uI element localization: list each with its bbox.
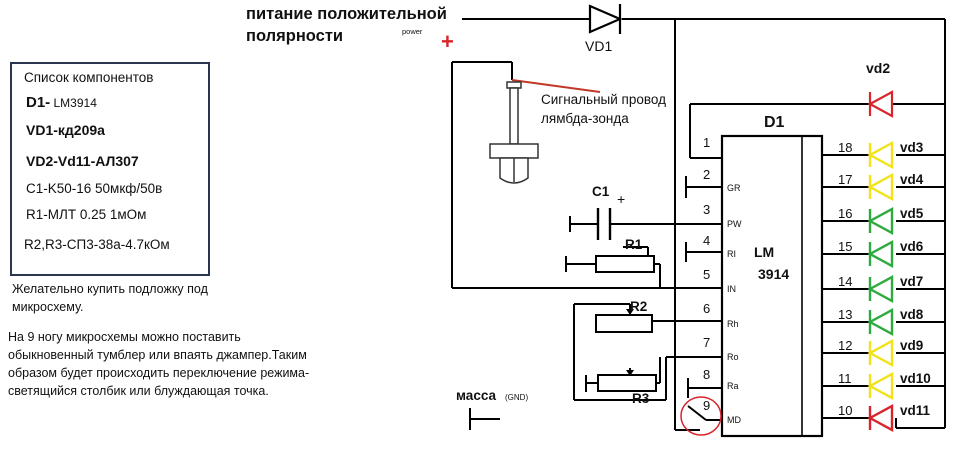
- ground-label-en: (GND): [505, 393, 528, 402]
- socket-note-line2: микросхему.: [12, 300, 84, 314]
- r3-label: R3: [632, 391, 650, 406]
- ic-name-line1: LM: [754, 244, 774, 260]
- pin-8-number: 8: [703, 367, 710, 382]
- pin-4-function-label: RI: [727, 249, 736, 259]
- component-d1-name: D1-: [26, 94, 51, 111]
- pin9-note-line1: На 9 ногу микросхемы можно поставить: [8, 330, 241, 344]
- ic-body: [720, 134, 824, 438]
- vd2-diode: [867, 90, 894, 118]
- pin-15-number: 15: [838, 239, 852, 254]
- vd11-led: [867, 403, 894, 433]
- component-vd1: VD1-кд209а: [26, 122, 105, 138]
- pin-8-function-label: Ra: [727, 381, 739, 391]
- pin-5-number: 5: [703, 267, 710, 282]
- vd1-label: VD1: [585, 38, 612, 54]
- component-r23: R2,R3-СП3-38а-4.7кОм: [24, 237, 170, 252]
- pin-13-number: 13: [838, 307, 852, 322]
- vd4-label: vd4: [900, 172, 924, 187]
- ground-label: масса: [456, 388, 496, 403]
- power-label-en: power: [402, 27, 423, 36]
- component-list-box: Список компонентов D1- LM3914 VD1-кд209а…: [10, 62, 210, 276]
- pin-7-function-label: Ro: [727, 352, 739, 362]
- pin-18-number: 18: [838, 140, 852, 155]
- signal-label-line1: Сигнальный провод: [541, 92, 666, 107]
- vd5-led: [867, 206, 894, 236]
- left-pin-labels: 1 2GR 3PW 4RI 5IN 6Rh 7Ro 8Ra 9MD: [703, 135, 742, 425]
- r3-resistor: [597, 374, 657, 392]
- pin9-note-line4: светящийся столбик или блуждающая точка.: [8, 384, 269, 398]
- r1-resistor: [595, 255, 655, 273]
- component-vd2: VD2-Vd11-АЛ307: [26, 153, 139, 169]
- pin-16-number: 16: [838, 206, 852, 221]
- pin-9-function-label: MD: [727, 415, 741, 425]
- vd2-label: vd2: [866, 60, 890, 76]
- pin-1-number: 1: [703, 135, 710, 150]
- lambda-probe: [489, 79, 601, 184]
- vd1-diode: [588, 4, 623, 34]
- d1-label: D1: [764, 114, 785, 131]
- power-title-line2: полярности: [246, 27, 343, 45]
- component-d1: D1- LM3914: [26, 94, 97, 111]
- c1-label: C1: [592, 184, 610, 199]
- c1-capacitor: [596, 208, 612, 240]
- vd7-led: [867, 274, 894, 304]
- pin-12-number: 12: [838, 338, 852, 353]
- pin-14-number: 14: [838, 274, 852, 289]
- component-c1: C1-K50-16 50мкф/50в: [26, 181, 163, 196]
- vd9-label: vd9: [900, 338, 923, 353]
- pin-6-number: 6: [703, 301, 710, 316]
- vd11-label: vd11: [900, 403, 931, 418]
- vd8-led: [867, 307, 894, 337]
- pin-3-function-label: PW: [727, 219, 742, 229]
- vd3-label: vd3: [900, 140, 924, 155]
- socket-note-line1: Желательно купить подложку под: [12, 282, 208, 296]
- r2-label: R2: [630, 299, 647, 314]
- pin9-note-line3: образом будет происходить переключение р…: [8, 366, 310, 380]
- pin-17-number: 17: [838, 172, 852, 187]
- vd10-label: vd10: [900, 371, 931, 386]
- vd6-label: vd6: [900, 239, 924, 254]
- pin-2-function-label: GR: [727, 183, 741, 193]
- pin-2-number: 2: [703, 167, 710, 182]
- vd4-led: [867, 172, 894, 202]
- socket-note: Желательно купить подложку под микросхем…: [12, 280, 208, 316]
- vd8-label: vd8: [900, 307, 924, 322]
- pin-10-number: 10: [838, 403, 852, 418]
- pin-11-number: 11: [838, 371, 852, 386]
- component-list-title: Список компонентов: [24, 70, 154, 85]
- r2-resistor: [595, 314, 653, 333]
- pin-9-number: 9: [703, 398, 710, 413]
- vd3-led: [867, 140, 894, 170]
- signal-label-line2: лямбда-зонда: [541, 111, 629, 126]
- pin-7-number: 7: [703, 335, 710, 350]
- pin-3-number: 3: [703, 202, 710, 217]
- c1-plus-label: +: [617, 191, 625, 207]
- vd9-led: [867, 338, 894, 368]
- pin9-note-line2: обыкновенный тумблер или впаять джампер.…: [8, 348, 307, 362]
- vd7-label: vd7: [900, 274, 923, 289]
- component-d1-part: LM3914: [50, 96, 97, 110]
- power-plus-sign: +: [441, 29, 454, 54]
- wires: [451, 18, 946, 431]
- ic-name-line2: 3914: [758, 266, 789, 282]
- power-title-line1: питание положительной: [246, 5, 447, 23]
- r1-label: R1: [625, 237, 643, 252]
- vd5-label: vd5: [900, 206, 924, 221]
- pin9-note: На 9 ногу микросхемы можно поставить обы…: [8, 328, 309, 400]
- pin-5-function-label: IN: [727, 284, 736, 294]
- pin-4-number: 4: [703, 233, 710, 248]
- vd6-led: [867, 239, 894, 269]
- right-pin-labels: 18 vd3 17 vd4 16 vd5 15 vd6 14 vd7 13 vd8 12 vd9 11 vd1…: [838, 140, 931, 433]
- pin9-jumper-circle: [680, 396, 722, 436]
- pin-6-function-label: Rh: [727, 319, 739, 329]
- component-r1: R1-МЛТ 0.25 1мОм: [26, 207, 147, 222]
- vd10-led: [867, 371, 894, 401]
